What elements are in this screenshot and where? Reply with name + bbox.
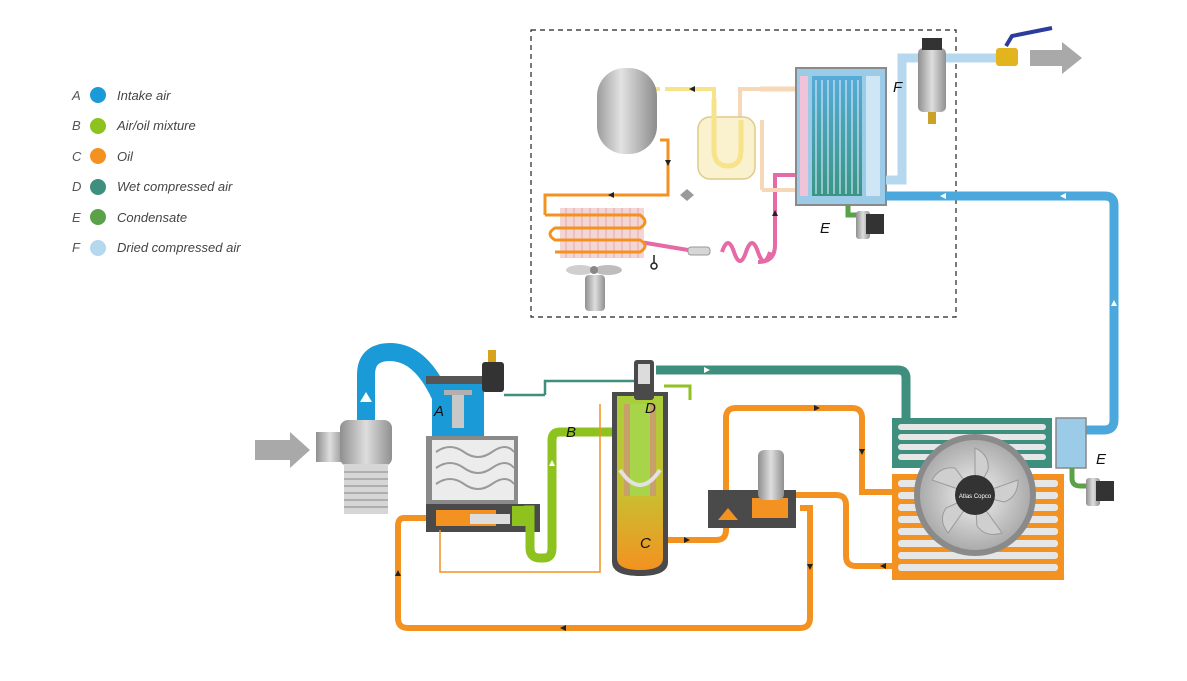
- legend-label: Condensate: [117, 209, 188, 225]
- oil-filter: [758, 450, 784, 500]
- callout-oil: C: [640, 535, 651, 552]
- cooler-condensate-line: [1069, 468, 1086, 489]
- wet-air-to-dryer-line: [886, 191, 1119, 435]
- callout-air-oil: B: [566, 424, 577, 441]
- legend-swatch-wet-air: [90, 178, 106, 195]
- refrigerant-line-bypass: [760, 120, 800, 192]
- refrigerant-line-discharge: [543, 138, 670, 215]
- separator-u-tube: [711, 99, 744, 169]
- legend-label: Oil: [117, 148, 133, 164]
- legend-letter: E: [72, 209, 81, 225]
- dryer-enclosure: [530, 29, 957, 318]
- legend-swatch-air-oil: [90, 117, 106, 134]
- legend-letter: C: [72, 148, 82, 164]
- legend-letter: A: [72, 87, 81, 103]
- oil-from-separator: [668, 405, 892, 543]
- refrigerant-line-hx-out-2: [738, 87, 760, 120]
- legend-swatch-intake-air: [90, 87, 106, 104]
- brand-badge-text: Atlas Copco: [959, 494, 992, 500]
- condenser: [545, 208, 647, 258]
- outlet-filter: [918, 48, 946, 112]
- air-intake-filter: [316, 420, 392, 514]
- expansion-valve: [680, 189, 694, 201]
- liquid-separator: [697, 116, 756, 180]
- solenoid-valve: [482, 362, 504, 392]
- oil-return-loop: [395, 505, 813, 631]
- legend-item: D Wet compressed air: [72, 172, 241, 203]
- legend-letter: F: [72, 240, 80, 256]
- outlet-arrow: [1030, 42, 1082, 74]
- refrigerant-line-suction-2: [665, 87, 716, 99]
- legend-item: E Condensate: [72, 202, 241, 233]
- callout-condensate-dryer: E: [820, 220, 831, 237]
- legend: A Intake air B Air/oil mixture C Oil D W…: [72, 80, 241, 263]
- legend-item: A Intake air: [72, 80, 241, 111]
- intake-air-duct: [357, 342, 449, 420]
- oil-to-filter: [796, 492, 892, 569]
- oil-separator-vessel: [612, 360, 668, 576]
- legend-label: Intake air: [117, 87, 171, 103]
- outlet-valve-handle: [1004, 26, 1053, 48]
- refrigerant-compressor: [597, 68, 657, 154]
- min-pressure-line: [664, 384, 692, 400]
- legend-item: B Air/oil mixture: [72, 111, 241, 142]
- condenser-fan: [566, 265, 622, 311]
- callout-dried-air: F: [893, 79, 903, 96]
- fan-hub-badge: [955, 475, 995, 515]
- legend-swatch-dried-air: [90, 239, 106, 256]
- callout-condensate-cooler: E: [1096, 451, 1107, 468]
- pressure-switch: [650, 262, 658, 270]
- legend-label: Dried compressed air: [117, 240, 241, 256]
- intake-arrow: [255, 432, 310, 468]
- legend-item: C Oil: [72, 141, 241, 172]
- oil-thin-line: [439, 404, 601, 573]
- dryer-condensate-line: [845, 205, 858, 218]
- wet-air-line: [656, 365, 911, 420]
- dried-air-line: [886, 53, 925, 185]
- cooler-assembly: [892, 417, 1087, 580]
- callout-intake-air: A: [434, 403, 445, 420]
- refrigerant-line-evap-in: [773, 173, 800, 204]
- legend-letter: B: [72, 118, 81, 134]
- legend-letter: D: [72, 179, 82, 195]
- air-oil-line: [524, 427, 640, 563]
- legend-swatch-oil: [90, 148, 106, 165]
- compressor-element: [426, 376, 518, 504]
- refrigerant-capillary-coil: [720, 241, 772, 263]
- legend-swatch-condensate: [90, 209, 106, 226]
- dryer-heat-exchanger: [795, 67, 887, 206]
- legend-item: F Dried compressed air: [72, 233, 241, 264]
- control-air-line: [543, 379, 640, 395]
- callout-wet-air: D: [645, 400, 656, 417]
- liquid-filter: [687, 246, 711, 256]
- outlet-valve: [996, 48, 1018, 66]
- legend-label: Wet compressed air: [117, 179, 233, 195]
- legend-label: Air/oil mixture: [117, 118, 196, 134]
